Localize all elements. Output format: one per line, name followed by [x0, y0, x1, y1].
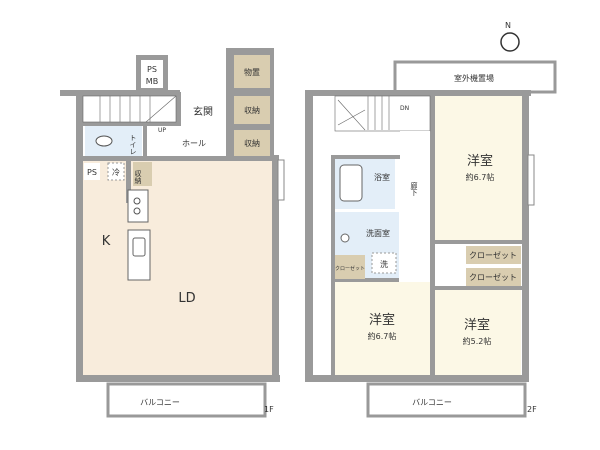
closet-2-label: クローゼット: [469, 272, 517, 282]
storage-1: [234, 96, 270, 124]
floor-2-label: 2F: [527, 405, 537, 414]
bedroom-2-size: 約6.7帖: [368, 331, 397, 341]
hall-label: ホール: [182, 139, 206, 148]
washer-label: 洗: [380, 259, 388, 269]
stairs-1f: [82, 95, 177, 123]
closet-small: [335, 255, 365, 279]
ps-1f-label: PS: [87, 168, 97, 177]
ld-label: LD: [178, 291, 195, 306]
toilet-icon: [95, 135, 113, 147]
storage-shed-label: 物置: [244, 67, 260, 77]
ps-label: PS: [147, 65, 157, 74]
toilet-label: トイレ: [129, 134, 137, 155]
storage-3-label: 収納: [134, 170, 142, 185]
bedroom-1-size: 約6.7帖: [466, 172, 495, 182]
washbasin-icon: [340, 233, 350, 243]
fridge-label: 冷: [112, 167, 120, 177]
stairs-up-label: UP: [158, 127, 166, 134]
toilet: [85, 126, 142, 156]
closet-1: [466, 246, 521, 264]
floor-1: PS MB 物置 収納 収納 玄関 ホール UP トイレ PS 冷 収納 K L…: [60, 48, 285, 418]
balcony-2f: [366, 382, 527, 418]
storage-2: [234, 130, 270, 156]
kitchen-label: K: [102, 234, 111, 249]
kitchen-stove: [127, 189, 149, 223]
storage-shed: [234, 55, 270, 88]
storage-3: [133, 162, 152, 186]
balcony-1f: [106, 382, 267, 418]
bathtub-icon: [339, 164, 363, 202]
entrance: [181, 96, 226, 124]
bedroom-3-label: 洋室: [464, 317, 490, 333]
closet-2: [466, 268, 521, 286]
bedroom-1: [435, 95, 523, 240]
fridge-space: [107, 162, 125, 181]
washroom-label: 洗面室: [366, 228, 390, 238]
closet-small-label: クローゼット: [335, 265, 365, 272]
corridor-label: 廊下: [410, 181, 418, 197]
entrance-label: 玄関: [193, 105, 213, 118]
closet-1-label: クローゼット: [469, 250, 517, 260]
balcony-2f-label: バルコニー: [412, 398, 452, 407]
bedroom-3-size: 約5.2帖: [463, 336, 492, 346]
outdoor-unit-label: 室外機置場: [454, 73, 494, 83]
corridor: [400, 131, 430, 276]
bedroom-3: [435, 290, 521, 375]
storage-1-label: 収納: [244, 105, 260, 115]
balcony-1f-label: バルコニー: [140, 398, 180, 407]
floor-1-label: 1F: [264, 405, 274, 414]
sink-icon: [132, 237, 146, 257]
washer-space: [371, 252, 397, 274]
mb-label: MB: [146, 77, 158, 86]
compass-north-label: N: [505, 21, 511, 30]
bath-label: 浴室: [374, 172, 390, 182]
stairs-down-label: DN: [400, 105, 409, 112]
bedroom-2: [335, 282, 430, 375]
stairs-2f: [334, 95, 431, 132]
storage-2-label: 収納: [244, 138, 260, 148]
compass-icon: N: [500, 21, 520, 54]
bedroom-1-label: 洋室: [467, 153, 493, 169]
hall: [147, 126, 226, 156]
ld-area: [82, 160, 274, 376]
bedroom-2-label: 洋室: [369, 312, 395, 328]
floor-2: 室外機置場 DN 浴室 廊下 洗面室 洗 クローゼット: [305, 60, 557, 418]
